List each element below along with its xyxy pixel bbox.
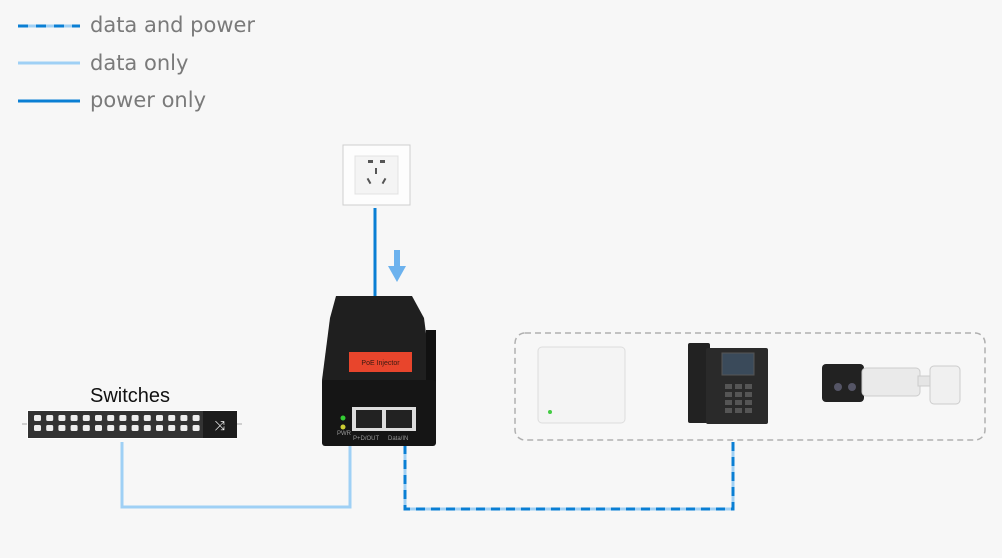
wall-outlet (342, 144, 411, 206)
phone-key (745, 392, 752, 397)
switch-port (70, 425, 78, 431)
switch-port (58, 425, 66, 431)
data-cable (120, 442, 352, 509)
switch-port (156, 415, 163, 421)
ip-camera (822, 364, 961, 405)
phone-key (725, 392, 732, 397)
data-power-cable-base (403, 442, 735, 511)
switch-port (192, 425, 200, 431)
injector-brand: PoE Injector (361, 360, 400, 367)
switch-port (180, 425, 188, 431)
phone-key (745, 408, 752, 413)
down-arrow-icon (388, 250, 406, 282)
switch-port (34, 425, 41, 431)
switch-port (119, 415, 127, 421)
switch-port (82, 425, 90, 431)
legend: data and power data only power only (18, 13, 255, 112)
phone-key (735, 408, 742, 413)
phone-key (725, 400, 732, 405)
switch-port (95, 425, 102, 431)
switch-port (58, 415, 66, 421)
phone-key (735, 400, 742, 405)
switch-port (131, 415, 139, 421)
switch-port (156, 425, 163, 431)
switch-port (107, 415, 115, 421)
shuffle-icon: ⤨ (215, 419, 226, 434)
powered-devices-group (514, 332, 986, 441)
network-switch: ⤨ (22, 410, 242, 439)
led-yellow (340, 424, 346, 430)
switch-port (192, 415, 200, 421)
legend-label-data: data only (90, 51, 188, 75)
access-point (537, 346, 626, 424)
switch-port (168, 425, 176, 431)
port-in (386, 410, 412, 428)
switch-port (46, 425, 54, 431)
switch-port (119, 425, 127, 431)
data-power-cable (403, 442, 735, 511)
switch-port (131, 425, 139, 431)
injector-label (349, 352, 412, 372)
ip-phone (688, 343, 768, 424)
port-out-label: P+D/OUT (353, 436, 380, 442)
led-green (340, 415, 346, 421)
phone-key (725, 408, 732, 413)
phone-key (735, 384, 742, 389)
switch-port (107, 425, 115, 431)
led-label: PWR (337, 431, 352, 437)
phone-key (745, 400, 752, 405)
switch-port (180, 415, 188, 421)
switch-port (95, 415, 102, 421)
switch-port (82, 415, 90, 421)
switch-port (70, 415, 78, 421)
switch-port (34, 415, 41, 421)
port-out (356, 410, 382, 428)
switch-label: Switches (90, 385, 170, 407)
port-in-label: Data/IN (388, 436, 408, 442)
phone-key (725, 384, 732, 389)
switch-port (46, 415, 54, 421)
phone-key (735, 392, 742, 397)
switch-port (143, 415, 151, 421)
phone-key (745, 384, 752, 389)
legend-label-power: power only (90, 88, 206, 112)
poe-injector: PoE Injector PWR P+D/OUT Data/IN (322, 296, 436, 446)
switch-port (168, 415, 176, 421)
switch-port (143, 425, 151, 431)
legend-label-data-power: data and power (90, 13, 255, 37)
